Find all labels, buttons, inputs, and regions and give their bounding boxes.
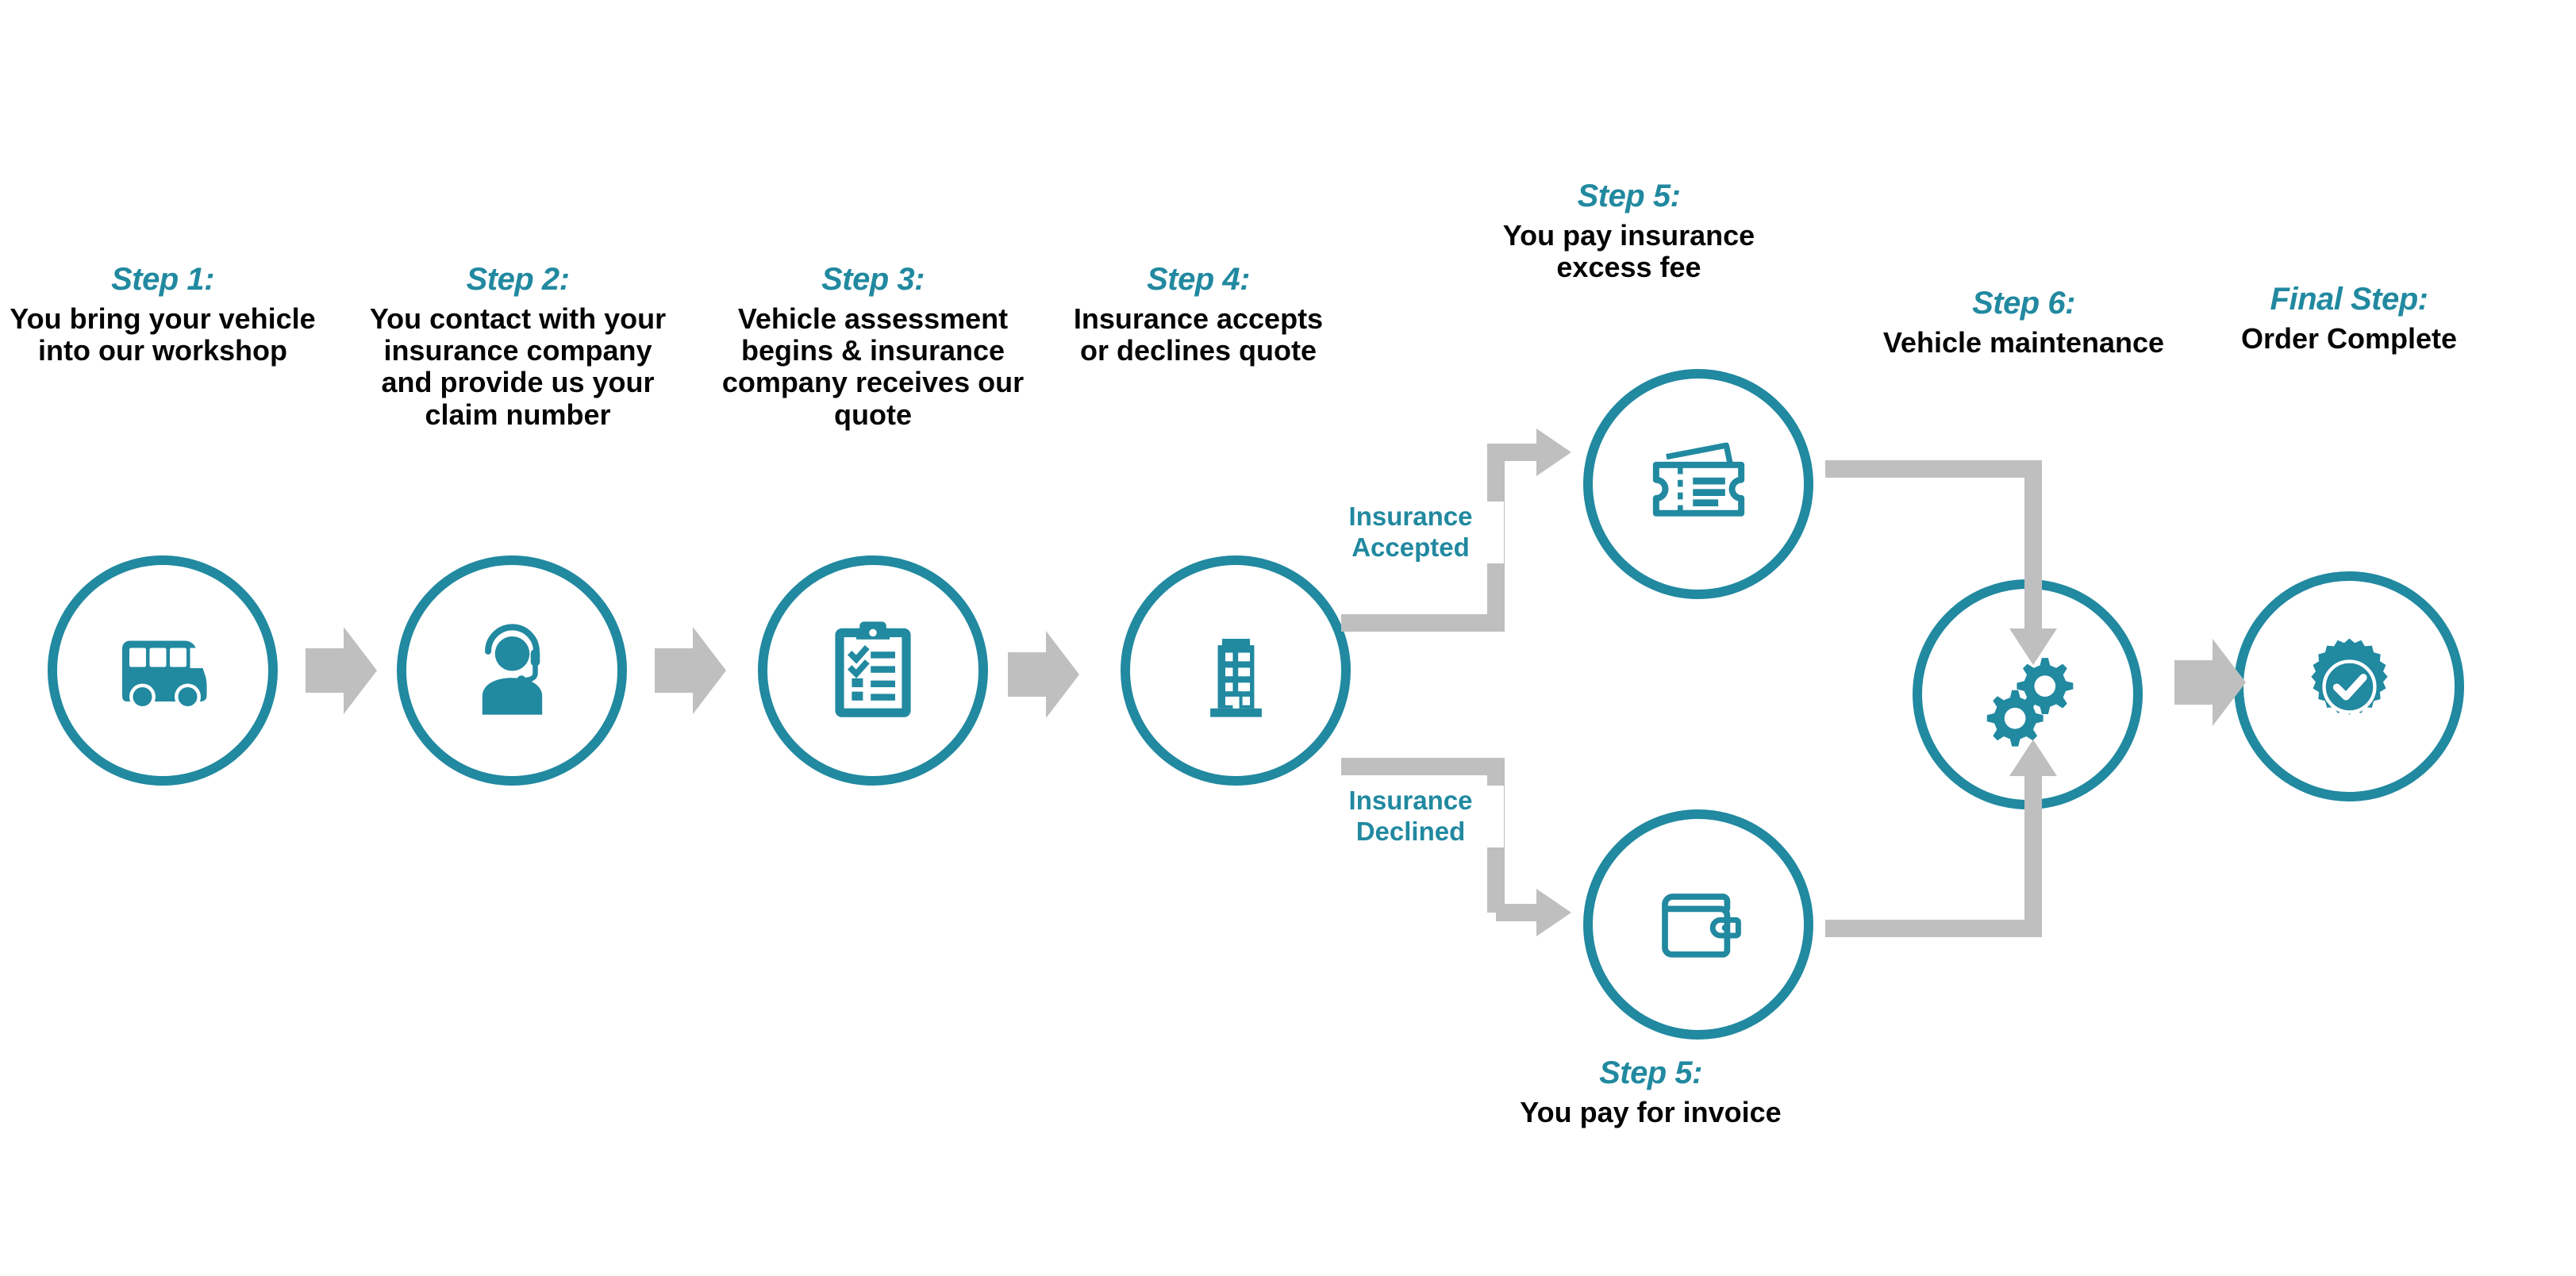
step3-description: Vehicle assessment begins & insurance co… — [721, 302, 1025, 431]
gears-icon — [1970, 637, 2086, 752]
branch-label-accepted-line1: Insurance — [1348, 502, 1473, 531]
step6-title: Step 6: — [1972, 286, 2075, 321]
connector-step6-to-final — [2174, 639, 2246, 726]
step3-title: Step 3: — [821, 262, 925, 297]
caption-step4: Step 4: Insurance accepts or declines qu… — [1059, 262, 1337, 367]
node-step5-accepted[interactable] — [1583, 369, 1813, 599]
connector-step5-declined-to-step6 — [1825, 714, 2057, 944]
ticket-voucher-icon — [1641, 427, 1756, 542]
node-final-step[interactable] — [2234, 571, 2464, 801]
step4-title: Step 4: — [1147, 262, 1250, 297]
connector-step2-to-step3 — [655, 627, 726, 714]
step5-declined-description: You pay for invoice — [1520, 1095, 1782, 1128]
step5-accepted-description: You pay insurance excess fee — [1502, 218, 1755, 284]
node-step1[interactable] — [48, 555, 278, 786]
node-step5-declined[interactable] — [1583, 809, 1813, 1040]
branch-label-accepted-line2: Accepted — [1351, 532, 1470, 562]
node-step3[interactable] — [758, 555, 988, 786]
caption-step2: Step 2: You contact with your insurance … — [357, 262, 679, 431]
caption-step3: Step 3: Vehicle assessment begins & insu… — [698, 262, 1048, 431]
step1-description: You bring your vehicle into our workshop — [10, 302, 316, 367]
verified-badge-check-icon — [2292, 629, 2407, 744]
final-step-description: Order Complete — [2240, 321, 2458, 355]
step4-description: Insurance accepts or declines quote — [1073, 302, 1324, 367]
connector-step3-to-step4 — [1008, 631, 1079, 718]
caption-step5-declined: Step 5: You pay for invoice — [1484, 1055, 1817, 1128]
office-building-icon — [1182, 617, 1290, 724]
branch-label-declined-line1: Insurance — [1348, 786, 1473, 815]
node-step2[interactable] — [397, 555, 627, 786]
step1-title: Step 1: — [111, 262, 214, 297]
branch-label-insurance-declined: Insurance Declined — [1317, 786, 1504, 847]
step5-declined-title: Step 5: — [1599, 1055, 1702, 1090]
final-step-title: Final Step: — [2270, 282, 2428, 317]
caption-final-step: Final Step: Order Complete — [2206, 282, 2492, 355]
step2-description: You contact with your insurance company … — [369, 302, 667, 431]
caption-step1: Step 1: You bring your vehicle into our … — [0, 262, 325, 367]
step6-description: Vehicle maintenance — [1882, 325, 2165, 359]
clipboard-checklist-icon — [817, 615, 929, 726]
step2-title: Step 2: — [466, 262, 570, 297]
caption-step5-accepted: Step 5: You pay insurance excess fee — [1456, 179, 1801, 283]
bus-van-icon — [103, 611, 222, 730]
connector-step1-to-step2 — [306, 627, 377, 714]
support-agent-headset-icon — [455, 613, 570, 728]
branch-label-declined-line2: Declined — [1355, 816, 1466, 846]
node-step4[interactable] — [1121, 555, 1351, 786]
step5-accepted-title: Step 5: — [1577, 179, 1681, 213]
branch-label-insurance-accepted: Insurance Accepted — [1317, 502, 1504, 563]
connector-step5-accepted-to-step6 — [1825, 460, 2057, 667]
wallet-icon — [1643, 869, 1754, 980]
caption-step6: Step 6: Vehicle maintenance — [1881, 286, 2167, 359]
connector-step4-to-step5-declined — [1341, 758, 1571, 956]
